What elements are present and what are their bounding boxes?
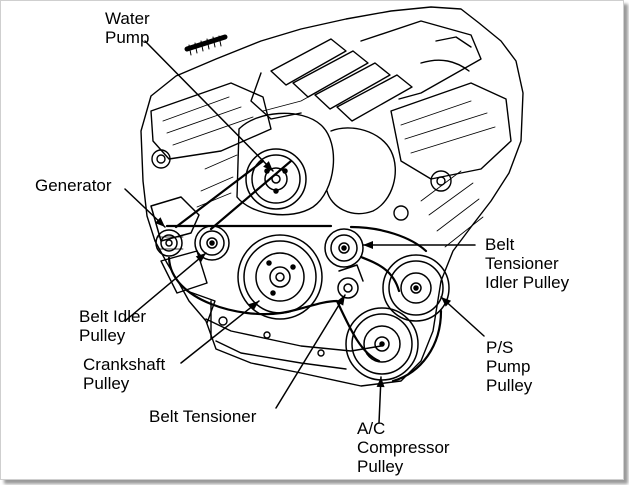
arrowhead-generator (154, 217, 165, 227)
label-ac-compressor-pulley-line-2: Compressor (357, 438, 450, 457)
label-ps-pump-pulley-line-1: P/S (486, 338, 514, 357)
arrowhead-crankshaft (248, 301, 259, 311)
belt-tensioner-body (337, 264, 364, 299)
label-belt-idler-pulley-line-1: Belt Idler (79, 307, 147, 326)
label-crankshaft-pulley-line-1: Crankshaft (83, 355, 166, 374)
label-ps-pump-pulley-line-3: Pulley (486, 376, 533, 395)
label-ac-compressor-pulley-line-1: A/C (357, 419, 386, 438)
label-generator: Generator (35, 176, 112, 195)
arrowheads (154, 161, 452, 388)
label-ac-compressor-pulley: A/C Compressor Pulley (357, 419, 450, 476)
label-generator-line-1: Generator (35, 176, 112, 195)
leader-lines (124, 40, 485, 424)
arrowhead-belt-tensioner (336, 295, 345, 306)
label-crankshaft-pulley: Crankshaft Pulley (83, 355, 165, 393)
arrowhead-tensioner-idler (363, 241, 373, 249)
arrowhead-belt-idler (195, 253, 206, 263)
label-belt-idler-pulley: Belt Idler Pulley (79, 307, 146, 345)
label-water-pump-line-2: Pump (105, 28, 150, 47)
tensioner-idler-pulley (324, 228, 364, 268)
label-ps-pump-pulley: P/S Pump Pulley (486, 338, 532, 395)
leader-belt-tensioner (275, 294, 346, 409)
engine-block (140, 6, 524, 387)
water-pump-pulley (245, 148, 307, 210)
engine-belt-diagram (124, 6, 524, 424)
arrowhead-ps-pump (441, 297, 452, 307)
ps-pump-pulley (382, 254, 450, 322)
label-water-pump-line-1: Water (105, 9, 150, 28)
label-belt-idler-pulley-line-2: Pulley (79, 326, 126, 345)
label-belt-tensioner-line-1: Belt Tensioner (149, 407, 257, 426)
leader-belt-idler (124, 252, 207, 322)
leader-water-pump (144, 40, 274, 172)
leader-crankshaft (180, 300, 260, 364)
crankshaft-pulley (237, 234, 323, 320)
label-crankshaft-pulley-line-2: Pulley (83, 374, 130, 393)
arrowhead-ac-compressor (376, 377, 385, 388)
label-water-pump: Water Pump (105, 9, 150, 47)
label-tensioner-idler-line-2: Tensioner (485, 254, 559, 273)
label-belt-tensioner: Belt Tensioner (149, 407, 256, 426)
label-tensioner-idler-line-1: Belt (485, 235, 515, 254)
generator-pulley (150, 196, 200, 257)
belt-idler-pulley (194, 225, 230, 261)
arrowhead-water-pump (263, 161, 273, 171)
ac-compressor-pulley (345, 307, 419, 381)
label-ps-pump-pulley-line-2: Pump (486, 357, 531, 376)
label-belt-tensioner-idler-pulley: Belt Tensioner Idler Pulley (485, 235, 569, 292)
label-ac-compressor-pulley-line-3: Pulley (357, 457, 404, 476)
label-tensioner-idler-line-3: Idler Pulley (485, 273, 570, 292)
